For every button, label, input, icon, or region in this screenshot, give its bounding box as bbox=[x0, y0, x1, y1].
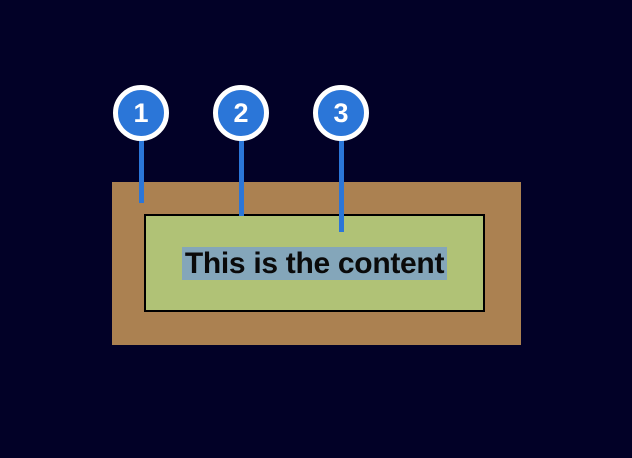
callout-3-badge: 3 bbox=[313, 85, 369, 141]
callout-1-line bbox=[139, 138, 144, 203]
callout-3-line bbox=[339, 138, 344, 232]
content-text: This is the content bbox=[181, 246, 448, 280]
callout-1-badge: 1 bbox=[113, 85, 169, 141]
callout-3-number: 3 bbox=[333, 97, 349, 128]
callout-1-number: 1 bbox=[133, 97, 149, 128]
callout-2-number: 2 bbox=[233, 97, 249, 128]
padding-box: This is the content bbox=[144, 214, 485, 312]
callout-2-line bbox=[239, 138, 244, 216]
callout-2-badge: 2 bbox=[213, 85, 269, 141]
